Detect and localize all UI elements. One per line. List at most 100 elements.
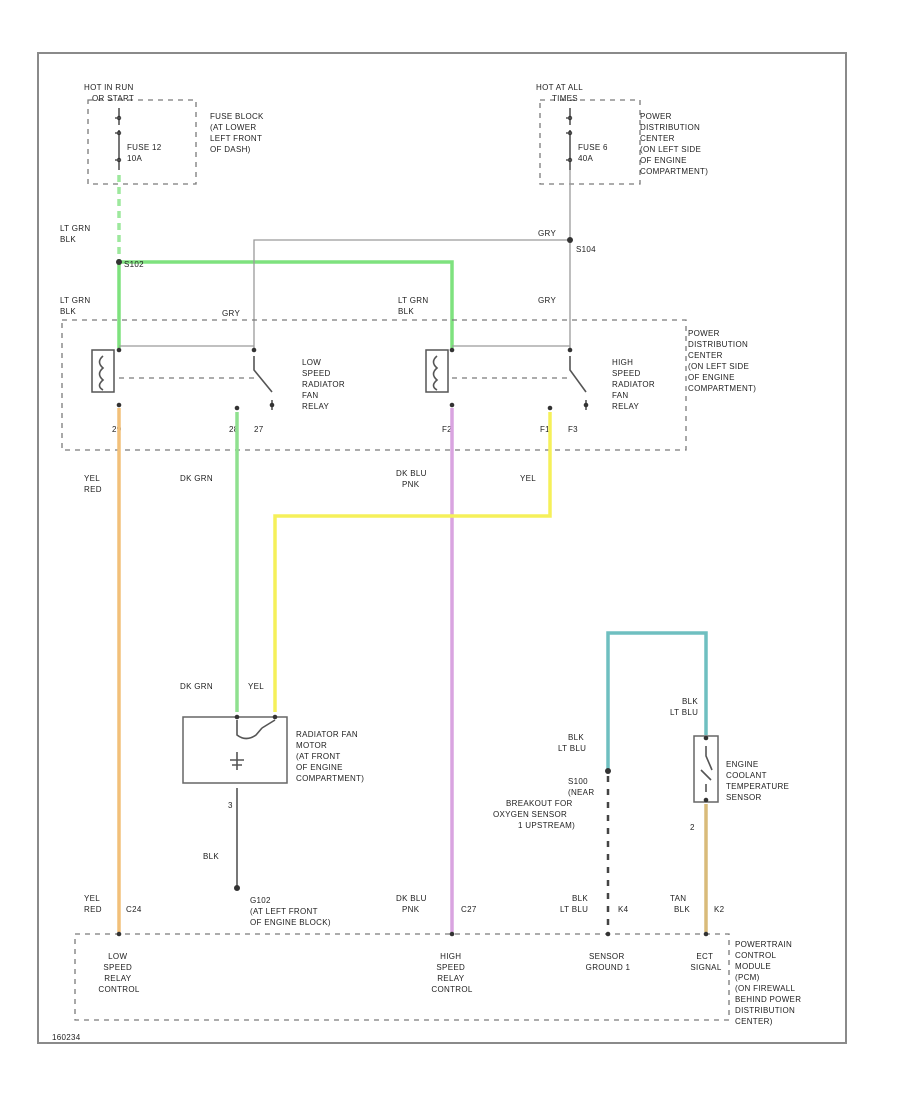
relay-box-outline bbox=[61, 319, 687, 451]
high-relay-coil bbox=[425, 349, 449, 393]
wire-gry-label-high: GRY bbox=[538, 296, 556, 305]
fan-motor-pin-3-label: 3 bbox=[228, 801, 233, 810]
pcm-pin-k4 bbox=[605, 931, 611, 937]
pcm-pin-c27-label: C27 bbox=[461, 905, 477, 914]
wire-blu-lt-blu-label-sensor: BLK LT BLU bbox=[670, 697, 701, 717]
fuse-block-outline bbox=[87, 99, 197, 185]
wire-dk-grn-label: DK GRN bbox=[180, 474, 213, 483]
high-speed-relay: F2 F1 F3 HIGH SPEED RADIATOR FAN RELAY bbox=[425, 345, 658, 434]
fan-motor-dk-grn-label: DK GRN bbox=[180, 682, 213, 691]
high-relay-switch bbox=[569, 356, 587, 410]
high-relay-pin-f3 bbox=[583, 402, 589, 408]
low-relay-pin-29-label: 29 bbox=[112, 425, 122, 434]
low-relay-pin-27-label: 27 bbox=[254, 425, 264, 434]
coolant-temperature-sensor: ENGINE COOLANT TEMPERATURE SENSOR 2 bbox=[690, 735, 792, 832]
pdc-top-location: POWER DISTRIBUTION CENTER (ON LEFT SIDE … bbox=[640, 112, 708, 176]
fuse-block-location: FUSE BLOCK (AT LOWER LEFT FRONT OF DASH) bbox=[210, 112, 266, 154]
powertrain-control-module: LOW SPEED RELAY CONTROL HIGH SPEED RELAY… bbox=[74, 931, 804, 1026]
high-relay-pin-f3-label: F3 bbox=[568, 425, 578, 434]
splice-s102-dot bbox=[116, 259, 122, 265]
fan-motor-yel-label: YEL bbox=[248, 682, 264, 691]
low-relay-pin-top-left bbox=[116, 347, 122, 353]
high-relay-pin-f2 bbox=[449, 402, 455, 408]
high-relay-pin-f1-label: F1 bbox=[540, 425, 550, 434]
fan-motor-pin-dk-grn bbox=[234, 714, 240, 720]
wire-blu-lt-blu bbox=[606, 631, 708, 770]
radiator-fan-motor: DK GRN YEL RADIATOR FAN MOTOR (AT FRONT … bbox=[180, 682, 364, 810]
high-relay-coil-winding bbox=[432, 355, 439, 391]
wire-blu-lt-blu-label-upper: BLK LT BLU bbox=[558, 733, 587, 753]
pdc-top-outline bbox=[539, 99, 641, 185]
ect-sensor-pin-top bbox=[703, 735, 709, 741]
wire-yel-red-label: YEL RED bbox=[84, 474, 102, 494]
low-relay-coil-winding bbox=[98, 355, 105, 391]
fuse-block-fuse-label: FUSE 12 10A bbox=[127, 143, 164, 163]
pcm-pin-k2 bbox=[703, 931, 709, 937]
pcm-low-speed-label: LOW SPEED RELAY CONTROL bbox=[98, 952, 139, 994]
pcm-high-speed-label: HIGH SPEED RELAY CONTROL bbox=[431, 952, 472, 994]
high-relay-pin-top-left bbox=[449, 347, 455, 353]
wire-yel-red-label-pcm: YEL RED bbox=[84, 894, 102, 914]
low-relay-pin-top-right bbox=[251, 347, 257, 353]
low-relay-pin-28-label: 28 bbox=[229, 425, 239, 434]
power-distribution-top: HOT AT ALL TIMES FUSE 6 40A POWER DISTRI… bbox=[536, 83, 708, 185]
high-relay-pin-top-right bbox=[567, 347, 573, 353]
high-relay-pin-f2-label: F2 bbox=[442, 425, 452, 434]
low-relay-label: LOW SPEED RADIATOR FAN RELAY bbox=[302, 358, 348, 411]
low-relay-switch bbox=[253, 356, 273, 410]
pcm-pin-c24-label: C24 bbox=[126, 905, 142, 914]
fan-motor-pin-yel bbox=[272, 714, 278, 720]
splice-s100-label: S100 (NEAR BREAKOUT FOR OXYGEN SENSOR 1 … bbox=[493, 777, 597, 830]
wire-lt-grn-label-top: LT GRN BLK bbox=[60, 224, 93, 244]
fan-motor-internal bbox=[236, 719, 276, 770]
ect-sensor-body bbox=[693, 735, 719, 803]
low-relay-coil bbox=[91, 349, 115, 393]
relay-box-location: POWER DISTRIBUTION CENTER (ON LEFT SIDE … bbox=[688, 329, 756, 393]
wire-lt-grn-branch-high-relay bbox=[119, 260, 454, 348]
fuse-12-arrows bbox=[115, 117, 121, 161]
power-distribution-relays: POWER DISTRIBUTION CENTER (ON LEFT SIDE … bbox=[60, 296, 756, 451]
splice-s100-dot bbox=[605, 768, 611, 774]
wire-blu-lt-blu-label-lower: BLK LT BLU bbox=[560, 894, 591, 914]
pcm-module-label: POWERTRAIN CONTROL MODULE (PCM) (ON FIRE… bbox=[735, 940, 804, 1026]
ect-sensor-thermistor bbox=[700, 746, 713, 792]
splice-s104-label: S104 bbox=[576, 245, 596, 254]
ground-g102-label: G102 (AT LEFT FRONT OF ENGINE BLOCK) bbox=[250, 896, 331, 927]
ect-sensor-label: ENGINE COOLANT TEMPERATURE SENSOR bbox=[726, 760, 792, 802]
splice-s104-dot bbox=[567, 237, 573, 243]
ground-g102-dot bbox=[234, 885, 240, 891]
splice-s102-label: S102 bbox=[124, 260, 144, 269]
pcm-ect-signal-label: ECT SIGNAL bbox=[690, 952, 721, 972]
pdc-top-power-label: HOT AT ALL TIMES bbox=[536, 83, 585, 103]
pcm-sensor-ground-label: SENSOR GROUND 1 bbox=[586, 952, 631, 972]
fan-motor-label: RADIATOR FAN MOTOR (AT FRONT OF ENGINE C… bbox=[296, 730, 364, 783]
pcm-pin-k4-label: K4 bbox=[618, 905, 629, 914]
diagram-frame bbox=[37, 52, 847, 1044]
wire-yel bbox=[273, 412, 552, 712]
pcm-pin-k2-label: K2 bbox=[714, 905, 725, 914]
fuse-block: HOT IN RUN OR START FUSE 12 10A FUSE BLO… bbox=[84, 83, 266, 185]
ect-sensor-pin-bottom bbox=[703, 797, 709, 803]
wire-gry-to-low-relay bbox=[253, 239, 570, 348]
pdc-top-fuse-label: FUSE 6 40A bbox=[578, 143, 610, 163]
high-relay-label: HIGH SPEED RADIATOR FAN RELAY bbox=[612, 358, 658, 411]
wire-tan-blk-label: TAN BLK bbox=[670, 894, 690, 914]
wire-dk-blu-pnk-label: DK BLU PNK bbox=[396, 469, 429, 489]
fan-motor-outline bbox=[182, 716, 288, 784]
high-relay-pin-f1 bbox=[547, 405, 553, 411]
low-speed-relay: 29 28 27 LOW SPEED RADIATOR FAN RELAY bbox=[91, 345, 348, 434]
wire-lt-grn-label-high: LT GRN BLK bbox=[398, 296, 431, 316]
wire-yel-label: YEL bbox=[520, 474, 536, 483]
fan-motor-symbol bbox=[230, 759, 244, 766]
low-relay-pin-27 bbox=[269, 402, 275, 408]
fuse-block-power-label: HOT IN RUN OR START bbox=[84, 83, 136, 103]
low-relay-pin-28 bbox=[234, 405, 240, 411]
wire-dk-blu-pnk-label-pcm: DK BLU PNK bbox=[396, 894, 429, 914]
wire-blk-label: BLK bbox=[203, 852, 219, 861]
wire-gry-label-low: GRY bbox=[222, 309, 240, 318]
diagram-id: 160234 bbox=[52, 1033, 81, 1042]
fuse-6-arrows bbox=[566, 117, 572, 161]
ect-sensor-pin-2-label: 2 bbox=[690, 823, 695, 832]
wire-lt-grn-label-low: LT GRN BLK bbox=[60, 296, 93, 316]
